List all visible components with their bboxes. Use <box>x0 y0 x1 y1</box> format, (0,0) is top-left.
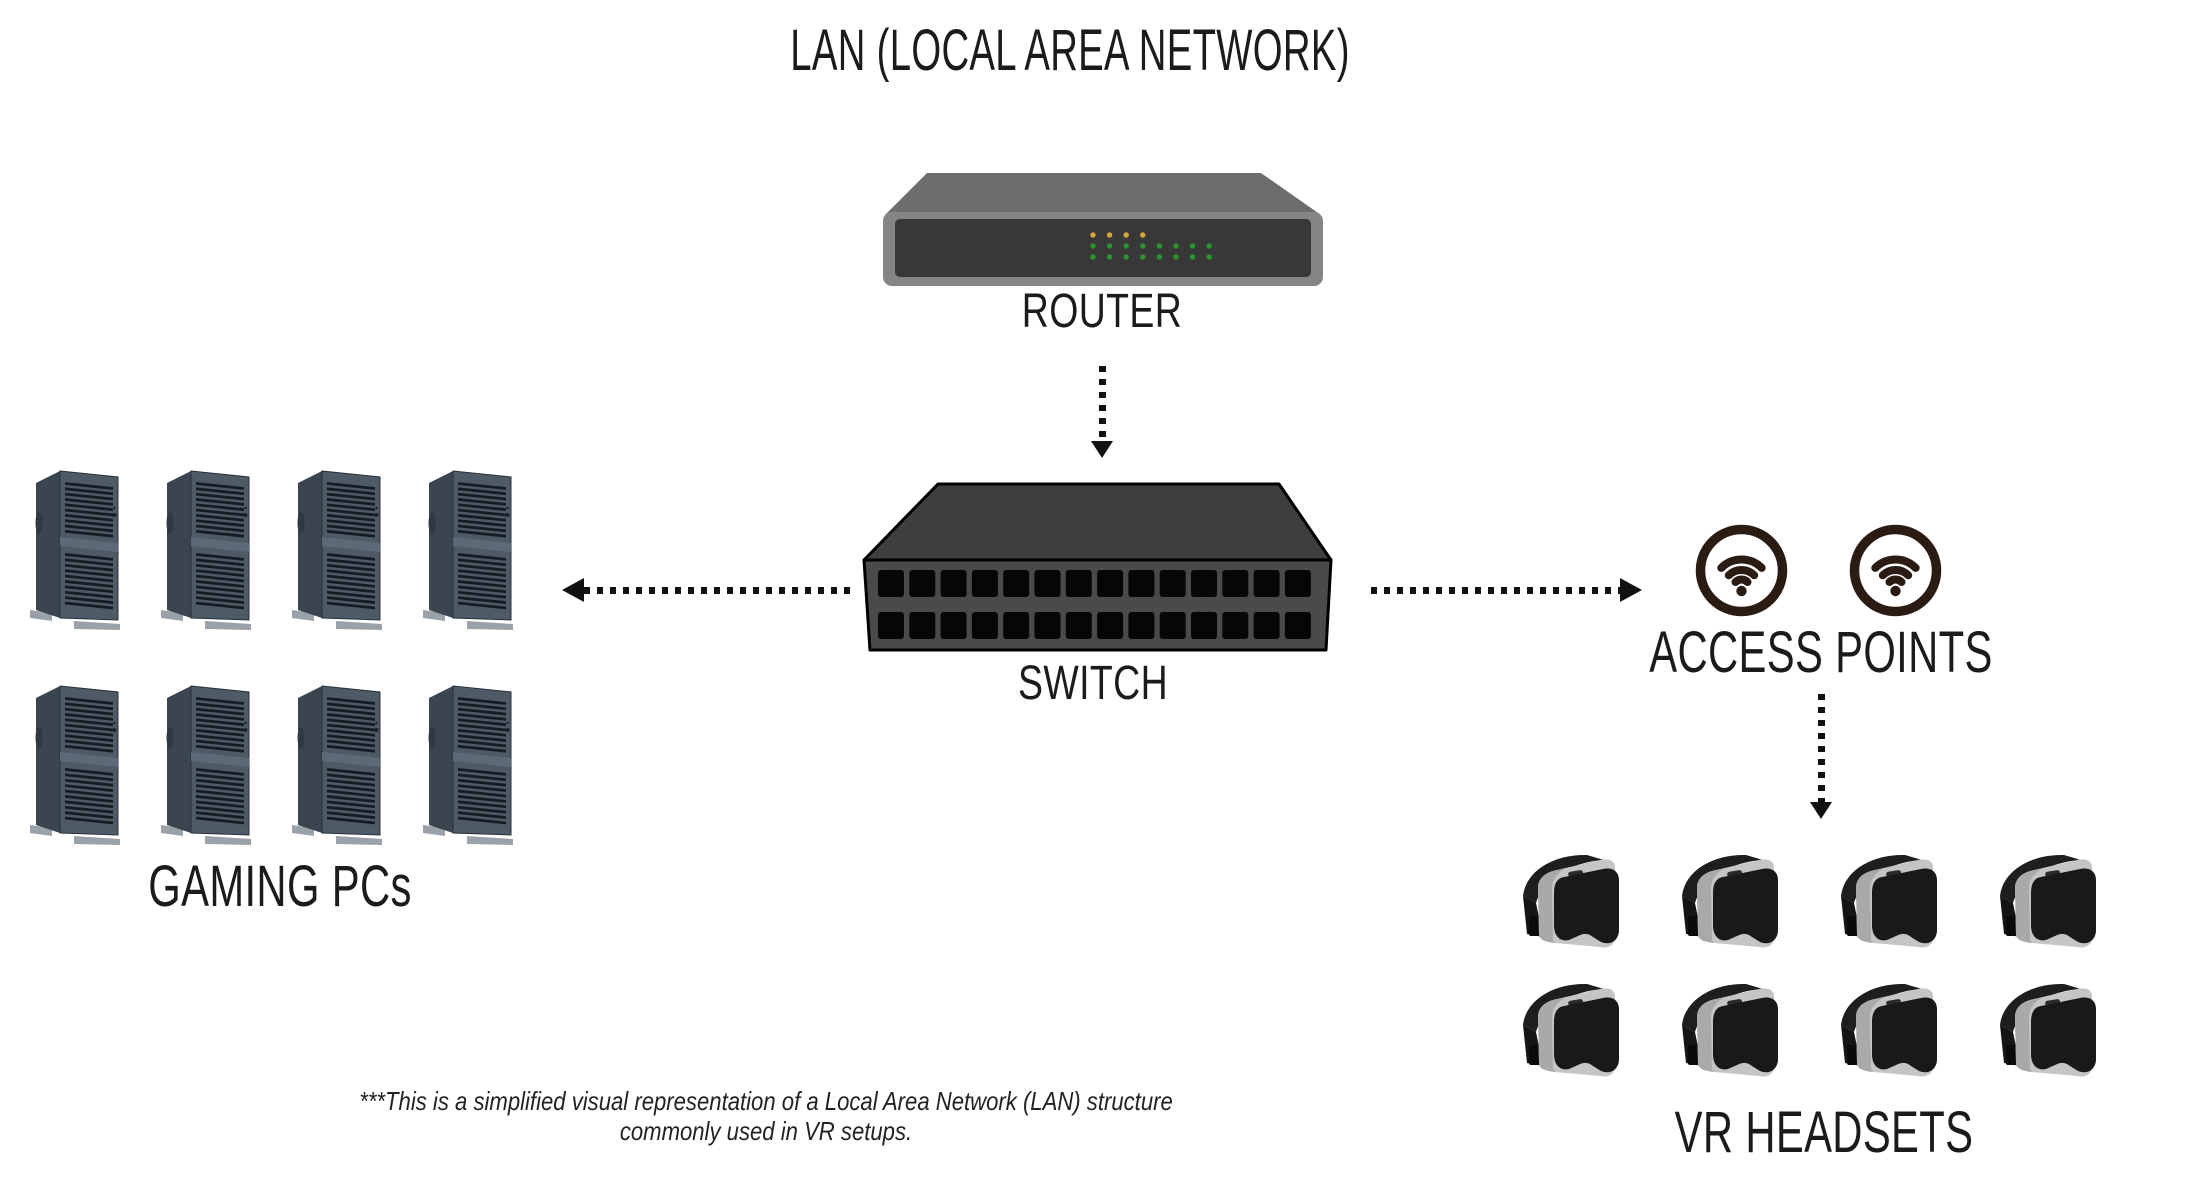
footnote: ***This is a simplified visual represent… <box>287 1086 1244 1146</box>
router-leds <box>1090 232 1212 260</box>
vr-headset-icon <box>1841 983 1937 1077</box>
vr-headset-icon <box>2000 983 2096 1077</box>
wifi-icon <box>1695 524 1788 617</box>
arrow-head-left-icon <box>562 578 584 602</box>
router-label: ROUTER <box>1021 285 1183 338</box>
pc-tower-icon <box>161 470 251 630</box>
gaming-pcs-label: GAMING PCs <box>148 854 412 919</box>
switch-label: SWITCH <box>1017 657 1169 710</box>
vr-headset-icon <box>2000 854 2096 948</box>
pc-tower-icon <box>423 470 513 630</box>
switch-ports <box>878 570 1311 639</box>
arrow-head-down-icon <box>1091 441 1113 458</box>
arrow-line <box>1099 366 1106 442</box>
pc-tower-icon <box>161 685 251 845</box>
vr-headset-icon <box>1682 854 1778 948</box>
footnote-line-1: ***This is a simplified visual represent… <box>359 1086 1173 1116</box>
vr-headset-icon <box>1523 983 1619 1077</box>
pc-tower-icon <box>423 685 513 845</box>
switch-device-icon <box>862 482 1333 652</box>
arrow-head-down-icon <box>1810 802 1832 819</box>
wifi-icon <box>1849 524 1942 617</box>
pc-tower-icon <box>30 685 120 845</box>
vr-headset-icon <box>1682 983 1778 1077</box>
access-point-row <box>1694 523 1943 618</box>
pc-tower-icon <box>292 470 382 630</box>
gaming-pc-grid <box>30 463 554 845</box>
router-device-icon <box>883 173 1323 286</box>
arrow-line <box>1371 587 1620 594</box>
vr-headset-grid <box>1510 846 2146 1081</box>
arrow-line <box>584 587 855 594</box>
vr-headset-icon <box>1523 854 1619 948</box>
access-points-label: ACCESS POINTS <box>1649 620 1993 685</box>
footnote-line-2: commonly used in VR setups. <box>619 1116 913 1146</box>
diagram-title: LAN (LOCAL AREA NETWORK) <box>790 18 1350 83</box>
arrow-line <box>1818 694 1825 802</box>
pc-tower-icon <box>292 685 382 845</box>
pc-tower-icon <box>30 470 120 630</box>
vr-headset-icon <box>1841 854 1937 948</box>
vr-headsets-label: VR HEADSETS <box>1674 1100 1974 1165</box>
arrow-head-right-icon <box>1620 578 1642 602</box>
